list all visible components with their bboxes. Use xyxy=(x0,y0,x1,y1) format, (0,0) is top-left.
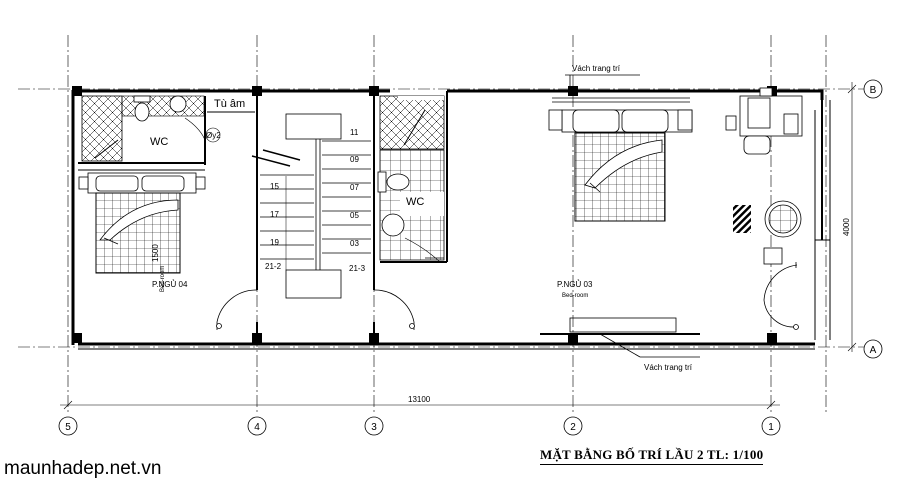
stair-number: 05 xyxy=(350,211,359,220)
desk-area xyxy=(725,87,803,265)
stair-number: 03 xyxy=(350,239,359,248)
side-dimension: 4000 xyxy=(842,218,851,236)
vach-top-label: Vách trang trí xyxy=(572,64,621,73)
ov2-label: Øy2 xyxy=(206,131,221,140)
axis-bubbles xyxy=(58,79,883,436)
stair-number: 17 xyxy=(270,210,279,219)
door-room03 xyxy=(763,262,799,330)
overall-dimension: 13100 xyxy=(408,395,431,404)
wc-left-label: WC xyxy=(150,136,168,148)
bed-room03 xyxy=(548,109,693,222)
watermark: maunhadep.net.vn xyxy=(4,458,162,479)
exterior-walls xyxy=(71,89,831,350)
wc-left xyxy=(81,95,221,162)
stair-number: 15 xyxy=(270,182,279,191)
room04-en-label: Bed-room xyxy=(160,266,166,292)
axis-label: 5 xyxy=(65,422,71,433)
tu-am-label: Tù âm xyxy=(214,98,245,110)
axis-label: 3 xyxy=(371,422,377,433)
toilet-icon xyxy=(377,171,387,193)
wc-right xyxy=(377,95,445,263)
axis-label: A xyxy=(870,345,877,356)
room03-label: P.NGỦ 03 xyxy=(557,280,593,289)
stair-step-numbers: 11 09 07 05 03 21-3 13 15 17 19 21-2 xyxy=(265,128,366,273)
stair-number: 09 xyxy=(350,155,359,164)
toilet-icon xyxy=(134,102,150,122)
door-stair xyxy=(373,289,415,330)
axis-labels: 5 4 3 2 1 B A xyxy=(65,85,876,433)
room03-en-label: Bed-room xyxy=(562,293,588,299)
sink-icon xyxy=(381,213,405,237)
bed-room04 xyxy=(78,172,206,274)
bottom-dimension-line xyxy=(60,400,780,410)
staircase xyxy=(251,113,371,299)
decorative-partition-top xyxy=(552,74,690,103)
stair-number: 21-3 xyxy=(349,264,366,273)
axis-label: 2 xyxy=(570,422,576,433)
interior-walls xyxy=(78,91,448,344)
stair-number: 07 xyxy=(350,183,359,192)
wc-right-label: WC xyxy=(406,196,424,208)
vach-bottom-label: Vách trang trí xyxy=(644,363,693,372)
side-dimension-line xyxy=(847,82,857,352)
axis-label: B xyxy=(870,85,877,96)
room04-label: P.NGỦ 04 xyxy=(152,280,188,289)
sink-icon xyxy=(169,95,187,113)
axis-label: 4 xyxy=(254,422,260,433)
stair-number: 11 xyxy=(350,128,359,137)
stair-number: 19 xyxy=(270,238,279,247)
stair-number: 21-2 xyxy=(265,262,282,271)
decorative-partition-bottom xyxy=(540,317,700,358)
drawing-title: MẶT BẰNG BỐ TRÍ LẦU 2 TL: 1/100 xyxy=(540,447,764,465)
door-room04 xyxy=(216,289,258,330)
axis-label: 1 xyxy=(768,422,774,433)
bed-dimension: 1500 xyxy=(151,244,160,262)
